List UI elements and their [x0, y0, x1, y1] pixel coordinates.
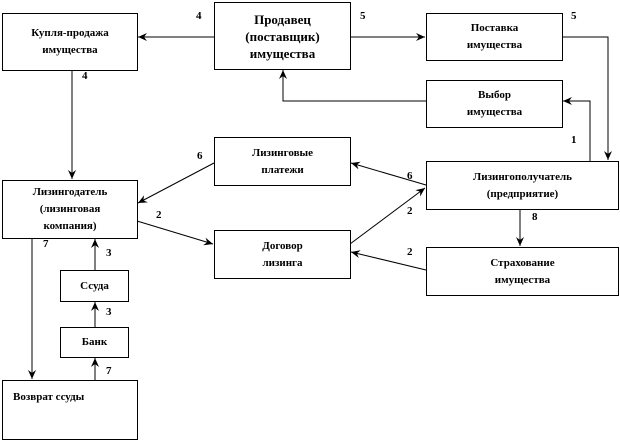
- arrow-lessee-payments: [350, 161, 427, 186]
- step-label: 2: [407, 246, 413, 258]
- box-loan: Ссуда: [60, 270, 129, 302]
- box-choice: Выбор имущества: [426, 80, 563, 128]
- step-label: 6: [407, 170, 413, 182]
- box-label: Продавец (поставщик) имущества: [245, 11, 320, 61]
- box-label: Поставка имущества: [466, 22, 523, 51]
- arrow-lessor-contract: [136, 220, 214, 246]
- step-label: 6: [197, 150, 203, 162]
- box-contract: Договор лизинга: [214, 230, 351, 279]
- step-label: 3: [106, 247, 112, 259]
- box-label: Лизингополучатель (предприятие): [473, 170, 572, 200]
- box-label: Лизингодатель (лизинговая компания): [32, 186, 108, 232]
- box-payments: Лизинговые платежи: [214, 137, 351, 186]
- arrow-choice-seller: [279, 70, 426, 102]
- step-label: 7: [43, 238, 49, 250]
- step-label: 5: [360, 10, 366, 22]
- box-lessee: Лизингополучатель (предприятие): [426, 161, 619, 210]
- box-purchase: Купля-продажа имущества: [2, 13, 138, 71]
- box-label: Банк: [81, 336, 108, 348]
- box-label: Ссуда: [80, 279, 109, 292]
- step-label: 2: [407, 205, 413, 217]
- box-repayment: Возврат ссуды: [2, 380, 138, 440]
- box-label: Лизинговые платежи: [252, 146, 313, 176]
- arrow-lessee-choice: [563, 97, 591, 161]
- step-label: 5: [571, 10, 577, 22]
- box-lessor: Лизингодатель (лизинговая компания): [2, 180, 138, 239]
- box-seller: Продавец (поставщик) имущества: [214, 2, 351, 70]
- step-label: 4: [82, 70, 88, 82]
- arrow-contract-lessee: [349, 187, 426, 245]
- box-bank: Банк: [60, 327, 129, 358]
- box-label: Договор лизинга: [262, 239, 303, 269]
- step-label: 4: [196, 10, 202, 22]
- step-label: 1: [571, 134, 577, 146]
- box-supply: Поставка имущества: [426, 13, 563, 61]
- box-label: Возврат ссуды: [13, 391, 85, 403]
- box-label: Купля-продажа имущества: [31, 27, 109, 56]
- step-label: 8: [532, 211, 538, 223]
- arrow-supply-lessee: [562, 36, 612, 160]
- step-label: 2: [156, 209, 162, 221]
- step-label: 3: [106, 306, 112, 318]
- arrow-insurance-contract: [350, 250, 427, 271]
- step-label: 7: [106, 365, 112, 377]
- box-label: Выбор имущества: [466, 89, 523, 118]
- box-insurance: Страхование имущества: [426, 247, 619, 296]
- box-label: Страхование имущества: [490, 256, 555, 286]
- arrow-payments-lessor: [137, 162, 215, 204]
